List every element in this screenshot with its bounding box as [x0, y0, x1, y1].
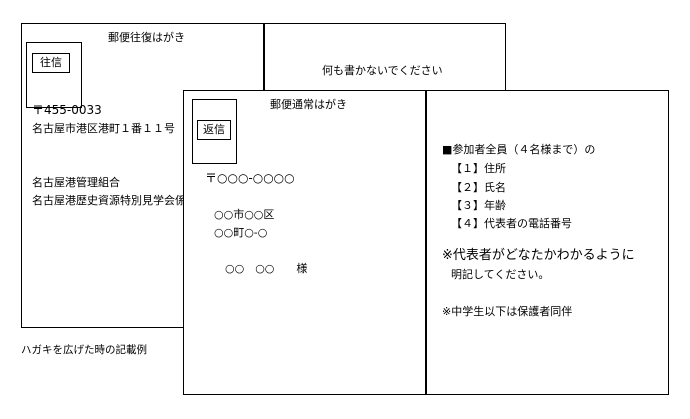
reply-back-note-junior: ※中学生以下は保護者同伴 [442, 305, 573, 318]
reply-address-line2: ○○町○-○ [214, 226, 268, 239]
outgoing-stamp-box: 往信 [26, 42, 82, 108]
reply-name-line: ○○ ○○ 様 [225, 262, 308, 275]
outgoing-postal-code: 〒455-0033 [32, 103, 102, 117]
outgoing-card-title: 郵便往復はがき [108, 31, 185, 44]
outgoing-stamp-label: 往信 [32, 53, 70, 73]
outgoing-recipient-org: 名古屋港管理組合 [32, 176, 120, 189]
reply-back-item-address: 【１】住所 [451, 162, 506, 175]
reply-card-title: 郵便通常はがき [270, 98, 347, 111]
reply-card-front: 郵便通常はがき 返信 〒○○○-○○○○ ○○市○○区 ○○町○-○ ○○ ○○… [183, 90, 426, 395]
reply-back-note-line2: 明記してください。 [451, 268, 550, 281]
layout-caption: ハガキを広げた時の記載例 [21, 344, 147, 356]
reply-stamp-label: 返信 [197, 120, 231, 140]
reply-address-line1: ○○市○○区 [214, 208, 275, 221]
outgoing-address: 名古屋市港区港町１番１１号 [32, 122, 175, 135]
reply-postal-code: 〒○○○-○○○○ [205, 171, 295, 185]
reply-back-item-phone: 【４】代表者の電話番号 [451, 217, 572, 230]
reply-back-note-line1: ※代表者がどなたかわかるように [442, 248, 635, 263]
reply-back-item-age: 【３】年齢 [451, 199, 506, 212]
reply-card-back: ■参加者全員（４名様まで）の 【１】住所 【２】氏名 【３】年齢 【４】代表者の… [426, 90, 669, 395]
reply-back-item-name: 【２】氏名 [451, 181, 506, 194]
outgoing-recipient-dept: 名古屋港歴史資源特別見学会係 [32, 194, 186, 207]
outgoing-back-notice: 何も書かないでください [322, 64, 443, 77]
reply-back-heading: ■参加者全員（４名様まで）の [442, 143, 596, 156]
reply-stamp-box: 返信 [192, 99, 237, 164]
